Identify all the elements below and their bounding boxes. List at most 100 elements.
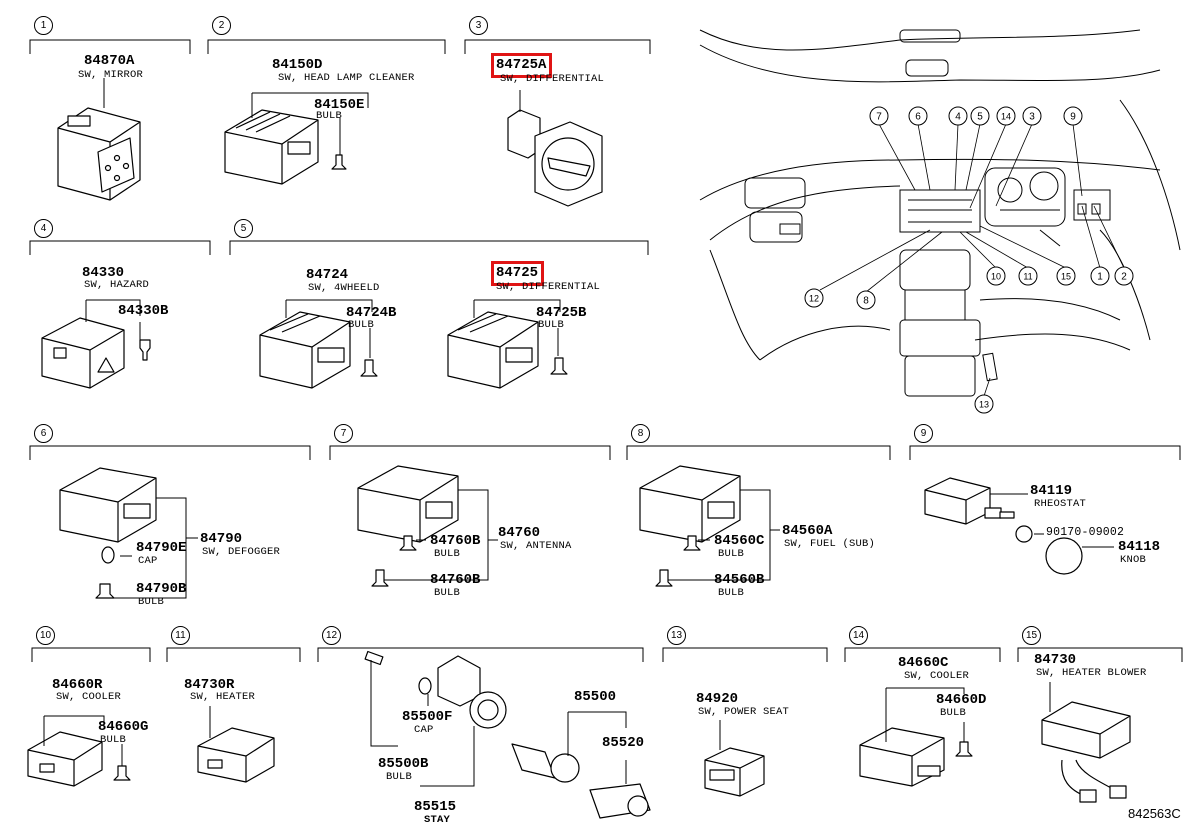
overview-callout-label: 12 bbox=[809, 294, 819, 304]
part-number[interactable]: 84760 bbox=[498, 525, 541, 541]
part-number[interactable]: 84150E bbox=[314, 97, 365, 113]
highlight-box bbox=[491, 261, 544, 286]
part-number[interactable]: 84660C bbox=[898, 655, 949, 671]
section-number: 7 bbox=[334, 424, 353, 443]
part-description: SW, DEFOGGER bbox=[202, 546, 281, 558]
part-number[interactable]: 84560B bbox=[714, 572, 765, 588]
part-description: SW, POWER SEAT bbox=[698, 706, 790, 718]
part-description: CAP bbox=[138, 555, 158, 567]
head-lamp-cleaner-switch-drawing bbox=[224, 109, 347, 185]
overview-callout-circle bbox=[1022, 106, 1042, 126]
overview-callout-label: 13 bbox=[979, 400, 989, 410]
part-number[interactable]: 84920 bbox=[696, 691, 739, 707]
section-8-bracket bbox=[626, 445, 891, 460]
part-description: SW, HAZARD bbox=[84, 279, 150, 291]
section-3-bracket bbox=[464, 39, 651, 54]
section-number: 15 bbox=[1022, 626, 1041, 645]
cooler-switch-drawing bbox=[27, 731, 131, 787]
part-description: RHEOSTAT bbox=[1034, 498, 1087, 510]
section-number: 3 bbox=[469, 16, 488, 35]
defogger-switch-drawing bbox=[59, 467, 157, 599]
section-2-bracket bbox=[207, 39, 446, 54]
overview-callout-label: 14 bbox=[1001, 112, 1011, 122]
section-15-bracket bbox=[1017, 647, 1183, 662]
section-number: 4 bbox=[34, 219, 53, 238]
part-description: SW, MIRROR bbox=[78, 69, 144, 81]
part-number-highlighted[interactable]: 84725 bbox=[496, 265, 539, 281]
section-number: 9 bbox=[914, 424, 933, 443]
part-number[interactable]: 84790E bbox=[136, 540, 187, 556]
part-number[interactable]: 84119 bbox=[1030, 483, 1073, 499]
part-number-highlighted[interactable]: 84725A bbox=[496, 57, 547, 73]
part-description: BULB bbox=[100, 734, 127, 746]
part-description: SW, 4WHEELD bbox=[308, 282, 380, 294]
overview-callout-label: 11 bbox=[1023, 272, 1032, 282]
section-10-bracket bbox=[31, 647, 151, 662]
part-description: SW, DIFFERENTIAL bbox=[500, 73, 605, 85]
section-9-bracket bbox=[909, 445, 1181, 460]
part-number[interactable]: 84730 bbox=[1034, 652, 1077, 668]
section-number: 11 bbox=[171, 626, 190, 645]
part-number[interactable]: 84660D bbox=[936, 692, 987, 708]
leader-lines bbox=[43, 78, 1114, 787]
part-number[interactable]: 85515 bbox=[414, 799, 457, 815]
part-description: KNOB bbox=[1120, 554, 1147, 566]
part-description: BULB bbox=[348, 319, 375, 331]
part-number[interactable]: 85500 bbox=[574, 689, 617, 705]
part-number[interactable]: 84725B bbox=[536, 305, 587, 321]
section-number: 1 bbox=[34, 16, 53, 35]
overview-callout-circle bbox=[869, 106, 889, 126]
part-number[interactable]: 84330 bbox=[82, 265, 125, 281]
hazard-switch-drawing bbox=[41, 317, 151, 389]
part-description: BULB bbox=[316, 110, 343, 122]
part-description: SW, HEATER bbox=[190, 691, 256, 703]
part-number[interactable]: 84760B bbox=[430, 572, 481, 588]
rheostat-drawing bbox=[924, 477, 1083, 575]
part-number[interactable]: 84330B bbox=[118, 303, 169, 319]
part-description: SW, HEAD LAMP CLEANER bbox=[278, 72, 415, 84]
part-number[interactable]: 84790B bbox=[136, 581, 187, 597]
section-1-bracket bbox=[29, 39, 191, 54]
part-description: CAP bbox=[414, 724, 434, 736]
part-number[interactable]: 84730R bbox=[184, 677, 235, 693]
part-number-plain[interactable]: 90170-09002 bbox=[1046, 526, 1125, 539]
part-number[interactable]: 84724B bbox=[346, 305, 397, 321]
overview-callout-circle bbox=[1018, 266, 1038, 286]
overview-callout-circle bbox=[970, 106, 990, 126]
section-number: 12 bbox=[322, 626, 341, 645]
overview-callout-circle bbox=[948, 106, 968, 126]
part-description: BULB bbox=[718, 587, 745, 599]
part-number[interactable]: 84790 bbox=[200, 531, 243, 547]
overview-callout-label: 5 bbox=[977, 112, 983, 123]
cigarette-lighter-drawing bbox=[364, 650, 651, 819]
part-number[interactable]: 84724 bbox=[306, 267, 349, 283]
overview-callout-circle bbox=[908, 106, 928, 126]
part-number[interactable]: 84870A bbox=[84, 53, 135, 69]
part-number[interactable]: 84560C bbox=[714, 533, 765, 549]
part-description: BULB bbox=[434, 587, 461, 599]
four-wheel-drive-switch-drawing bbox=[259, 311, 378, 389]
part-description: BULB bbox=[718, 548, 745, 560]
part-number[interactable]: 85500F bbox=[402, 709, 453, 725]
overview-callout-circle bbox=[804, 288, 824, 308]
part-number[interactable]: 84660R bbox=[52, 677, 103, 693]
part-description: BULB bbox=[138, 596, 165, 608]
part-number[interactable]: 84150D bbox=[272, 57, 323, 73]
overview-callout-circle bbox=[1114, 266, 1134, 286]
part-number[interactable]: 85500B bbox=[378, 756, 429, 772]
overview-callout-label: 6 bbox=[915, 112, 921, 123]
part-number[interactable]: 85520 bbox=[602, 735, 645, 751]
part-number[interactable]: 84560A bbox=[782, 523, 833, 539]
overview-callout-circle bbox=[996, 106, 1016, 126]
part-number[interactable]: 84660G bbox=[98, 719, 149, 735]
part-description: SW, DIFFERENTIAL bbox=[496, 281, 601, 293]
part-number[interactable]: 84118 bbox=[1118, 539, 1161, 555]
section-number: 13 bbox=[667, 626, 686, 645]
part-description: SW, HEATER BLOWER bbox=[1036, 667, 1147, 679]
part-number[interactable]: 84760B bbox=[430, 533, 481, 549]
heater-switch-drawing bbox=[197, 727, 275, 783]
overview-callout-label: 15 bbox=[1061, 272, 1071, 282]
section-number: 10 bbox=[36, 626, 55, 645]
